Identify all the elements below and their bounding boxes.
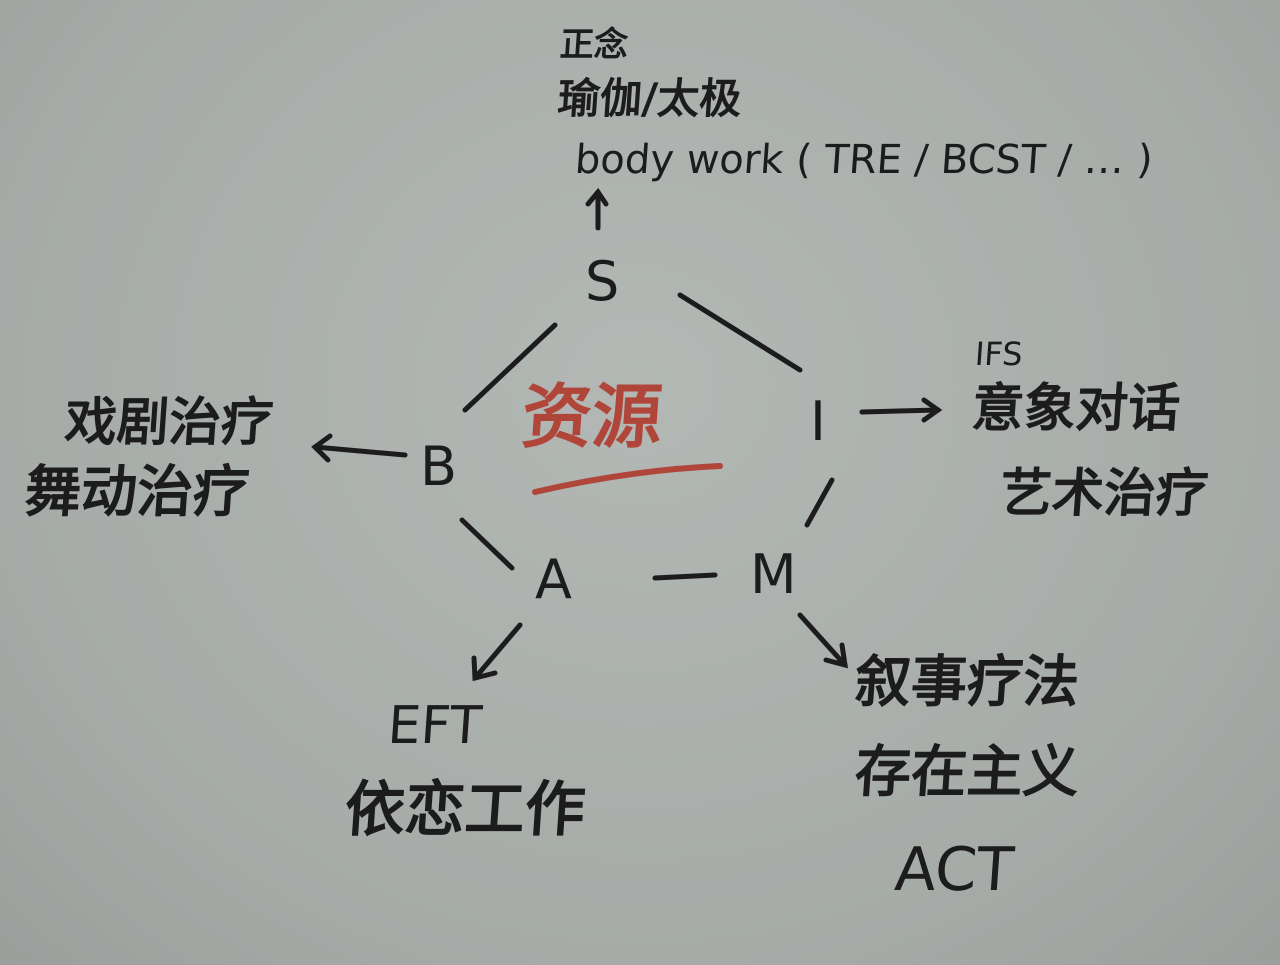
node-a: A <box>535 548 572 611</box>
s-branch-1: 正念 <box>558 25 630 65</box>
b-branch-2: 舞动治疗 <box>22 460 252 525</box>
node-s: S <box>585 250 620 313</box>
s-branch-3: body work ( TRE / BCST / … ) <box>573 137 1155 183</box>
i-branch-1: IFS <box>973 335 1024 373</box>
a-branch-1: EFT <box>385 696 484 756</box>
b-branch-1: 戏剧治疗 <box>62 393 276 453</box>
edge-s-b <box>462 322 558 413</box>
arrow-i <box>859 397 943 423</box>
edge-a-b <box>459 517 515 571</box>
m-branch-2: 存在主义 <box>852 740 1082 805</box>
center-underline <box>532 463 723 495</box>
arrow-s <box>585 187 609 231</box>
arrow-b <box>311 433 408 463</box>
node-i: I <box>810 390 826 453</box>
i-branch-2: 意象对话 <box>969 379 1183 439</box>
center-label: 资源 <box>519 376 665 458</box>
m-branch-3: ACT <box>892 835 1016 905</box>
a-branch-2: 依恋工作 <box>342 775 588 845</box>
s-branch-2: 瑜伽/太极 <box>556 74 744 123</box>
edge-m-a <box>652 572 718 581</box>
node-b: B <box>420 435 458 498</box>
arrow-a <box>471 622 523 682</box>
arrow-m <box>797 612 849 669</box>
i-branch-3: 艺术治疗 <box>997 464 1211 524</box>
m-branch-1: 叙事疗法 <box>852 650 1082 715</box>
edge-s-i <box>677 292 803 373</box>
node-m: M <box>750 543 797 606</box>
edge-i-m <box>804 477 835 528</box>
